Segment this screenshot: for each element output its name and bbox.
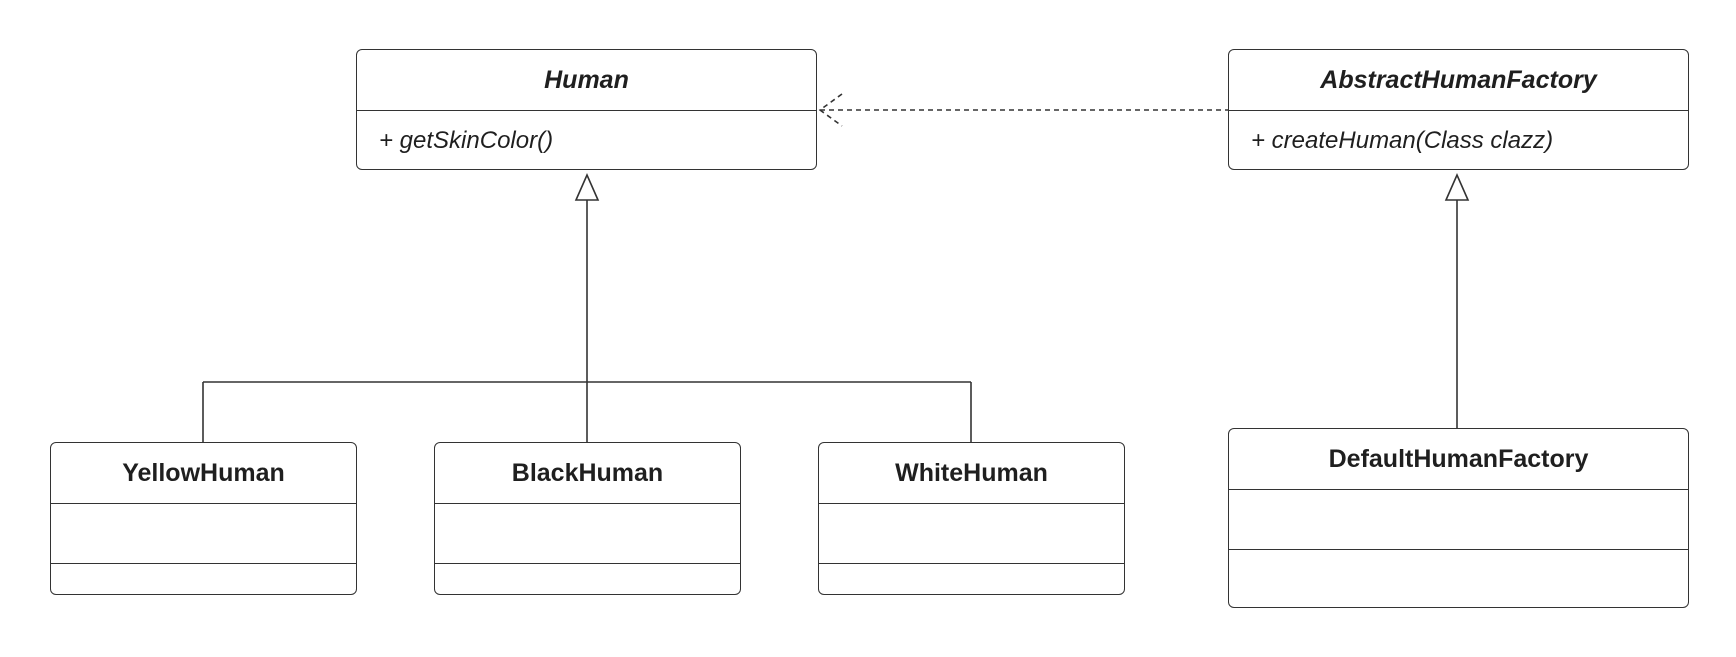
class-name: Human <box>544 65 629 94</box>
class-abstract-human-factory[interactable]: AbstractHumanFactory + createHuman(Class… <box>1228 49 1689 170</box>
class-name: BlackHuman <box>511 458 664 487</box>
operations-compartment <box>51 563 356 594</box>
class-name: WhiteHuman <box>895 458 1048 487</box>
operation: + createHuman(Class clazz) <box>1229 110 1688 169</box>
operations-compartment <box>1229 549 1688 607</box>
operations-compartment <box>819 563 1124 594</box>
class-white-human[interactable]: WhiteHuman <box>818 442 1125 595</box>
dependency-factory-human <box>818 93 1230 127</box>
class-name: AbstractHumanFactory <box>1320 65 1597 94</box>
class-default-human-factory[interactable]: DefaultHumanFactory <box>1228 428 1689 608</box>
operations-compartment <box>435 563 740 594</box>
attributes-compartment <box>1229 489 1688 549</box>
attributes-compartment <box>435 503 740 563</box>
generalization-human-subclasses <box>202 173 972 442</box>
attributes-compartment <box>51 503 356 563</box>
dependency-arrowhead <box>818 93 843 127</box>
generalization-factory <box>1444 173 1470 428</box>
class-name: DefaultHumanFactory <box>1328 444 1589 473</box>
operation: + getSkinColor() <box>357 110 816 169</box>
class-human[interactable]: Human + getSkinColor() <box>356 49 817 170</box>
class-yellow-human[interactable]: YellowHuman <box>50 442 357 595</box>
class-black-human[interactable]: BlackHuman <box>434 442 741 595</box>
inheritance-arrowhead-factory <box>1444 173 1470 201</box>
attributes-compartment <box>819 503 1124 563</box>
class-name: YellowHuman <box>122 458 285 487</box>
inheritance-arrowhead-human <box>574 173 600 201</box>
